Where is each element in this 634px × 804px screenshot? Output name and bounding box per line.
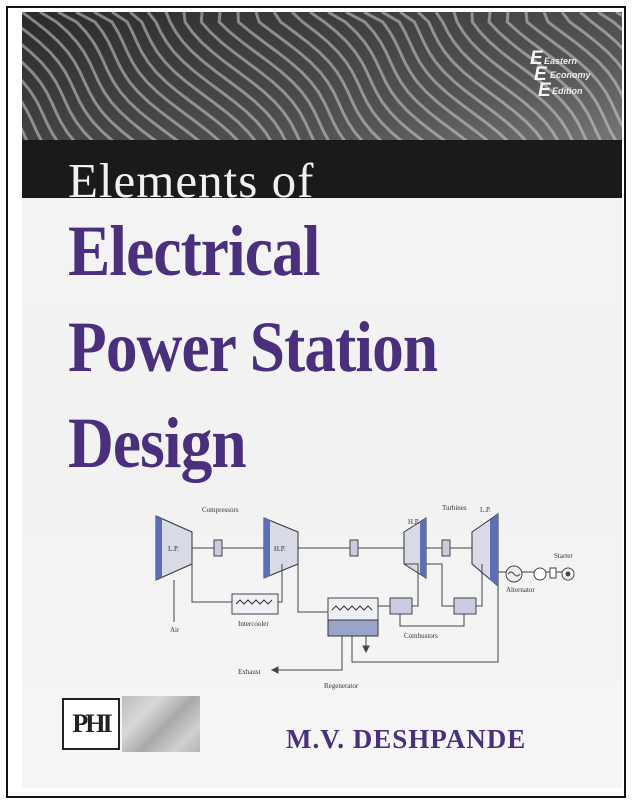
wave-line [290,12,417,154]
wavy-pattern [22,12,622,198]
wave-line [542,12,622,99]
wave-line [505,12,622,152]
wave-line [22,12,150,154]
label-starter: Starter [554,552,573,560]
wave-line [164,12,292,153]
wave-line [363,12,501,154]
label-combustors: Combustors [404,632,438,640]
wave-line [39,12,172,154]
wave-line [381,12,519,154]
wave-line [345,12,482,154]
wave-line [524,12,622,129]
wave-line [399,12,536,153]
wave-line [129,12,264,153]
badge-letter-e1: E [530,48,543,69]
wave-line [146,12,278,153]
label-hp: H.P. [408,518,420,526]
wave-line [236,12,356,153]
label-intercooler: Intercooler [238,620,269,628]
wave-line [254,12,375,154]
author-name: M.V. DESHPANDE [286,724,527,754]
title-elements-of: Elements of [68,153,315,198]
wave-line [217,12,338,153]
wave-line [434,12,565,153]
publisher-logo-text: PHI [72,709,112,738]
wave-line [182,12,307,153]
title-line-power-station: Power Station [68,307,438,387]
wave-line [579,12,622,51]
wave-line [199,12,322,153]
label-lp-compressor: L.P. [168,545,179,553]
label-lp: L.P. [480,506,491,514]
label-regenerator: Regenerator [324,682,359,690]
wave-line [272,12,396,154]
hologram-sticker [122,696,200,752]
wave-line [22,26,128,154]
wave-line [327,12,461,154]
wave-line [470,12,594,153]
eastern-economy-edition-badge: E E E Eastern Economy Edition [524,48,614,110]
wave-line [57,12,193,154]
badge-line1: Eastern [544,56,578,66]
badge-letter-e3: E [538,80,551,101]
badge-line2: Economy [550,70,591,80]
wave-line [487,12,609,153]
wave-line [416,12,551,153]
wave-line [22,60,87,154]
book-cover: E E E Eastern Economy Edition Elements o… [22,12,622,788]
badge-letter-e2: E [534,64,547,85]
label-exhaust: Exhaust [238,668,261,676]
publisher-logo: PHI [62,698,120,750]
gas-turbine-diagram: Compressors Turbines L.P. H.P. H.P. L.P.… [142,502,582,697]
title-line-design: Design [68,403,247,483]
wave-line [22,43,107,154]
badge-line3: Edition [552,86,583,96]
wave-line [111,12,248,153]
label-air: Air [170,626,180,634]
title-line-electrical: Electrical [68,211,320,291]
label-hp-compressor: H.P. [274,545,286,553]
wave-line [22,78,68,153]
cover-header-band: E E E Eastern Economy Edition Elements o… [22,12,622,198]
wave-line [452,12,579,153]
label-turbines: Turbines [442,504,467,512]
wave-line [309,12,439,154]
wave-line [560,12,622,72]
wave-line [93,12,231,154]
label-compressors: Compressors [202,506,239,514]
wave-line [22,99,50,153]
label-alternator: Alternator [506,586,535,594]
wave-line [75,12,213,154]
